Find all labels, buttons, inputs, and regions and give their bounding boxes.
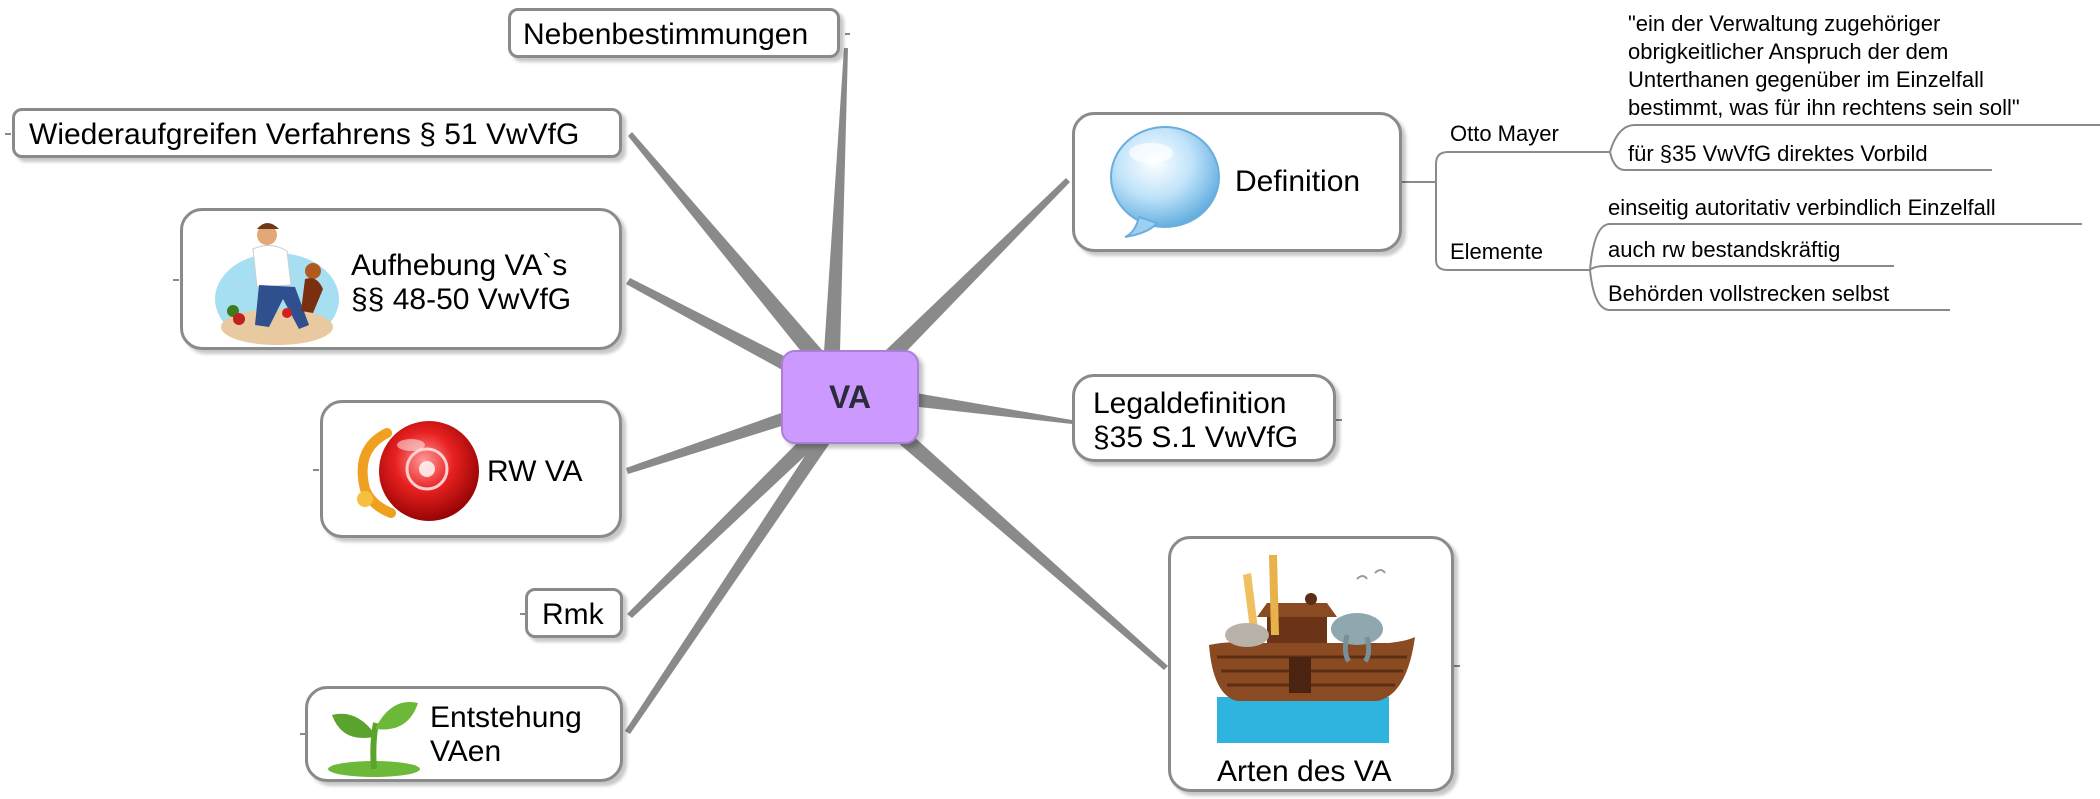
- quote-line-2: obrigkeitlicher Anspruch der dem: [1628, 39, 1949, 64]
- vorbild-label[interactable]: für §35 VwVfG direktes Vorbild: [1628, 141, 1928, 166]
- speech-bubble-icon: [1110, 126, 1220, 238]
- line-elem1-under: [1589, 223, 2082, 271]
- entstehung-label-line2: VAen: [430, 735, 502, 768]
- nebenbestimmungen-label: Nebenbestimmungen: [523, 18, 809, 51]
- node-definition[interactable]: Definition: [1072, 112, 1402, 252]
- branch-entstehung: [625, 436, 832, 734]
- line-vorbild-under: [1609, 151, 1992, 171]
- branch-rw-va: [626, 412, 788, 474]
- root-node-va[interactable]: VA: [781, 350, 919, 444]
- sprout-icon: [328, 702, 420, 777]
- definition-label: Definition: [1235, 165, 1361, 198]
- quote-line-3: Unterthanen gegenüber im Einzelfall: [1628, 67, 1984, 92]
- person-helping-icon: [215, 223, 339, 345]
- root-label: VA: [828, 378, 872, 415]
- node-rw-va[interactable]: RW VA: [320, 400, 622, 538]
- node-arten[interactable]: Arten des VA: [1168, 536, 1454, 792]
- branch-arten: [890, 426, 1168, 670]
- arten-label: Arten des VA: [1217, 755, 1392, 788]
- rmk-label: Rmk: [542, 598, 604, 631]
- wiederaufgreifen-label: Wiederaufgreifen Verfahrens § 51 VwVfG: [29, 118, 580, 151]
- rw-va-label: RW VA: [487, 455, 583, 488]
- node-entstehung[interactable]: Entstehung VAen: [305, 686, 623, 782]
- element-item-3[interactable]: Behörden vollstrecken selbst: [1608, 281, 1890, 306]
- line-elem2-under: [1589, 265, 1894, 271]
- branch-nebenbestimmungen: [824, 48, 848, 352]
- node-rmk[interactable]: Rmk: [525, 588, 623, 638]
- quote-line-1: "ein der Verwaltung zugehöriger: [1628, 11, 1941, 36]
- line-to-elemente: [1435, 182, 1590, 271]
- branch-wiederaufgreifen: [628, 132, 822, 360]
- element-item-2[interactable]: auch rw bestandskräftig: [1608, 237, 1841, 262]
- otto-mayer-label[interactable]: Otto Mayer: [1450, 121, 1559, 146]
- noahs-ark-icon: [1209, 555, 1415, 743]
- legaldefinition-label-line1: Legaldefinition: [1093, 387, 1287, 420]
- node-nebenbestimmungen[interactable]: Nebenbestimmungen: [508, 8, 840, 58]
- node-aufhebung[interactable]: Aufhebung VA`s §§ 48-50 VwVfG: [180, 208, 622, 350]
- element-item-1[interactable]: einseitig autoritativ verbindlich Einzel…: [1608, 195, 1996, 220]
- alarm-bell-icon: [357, 421, 479, 521]
- quote-text[interactable]: "ein der Verwaltung zugehöriger obrigkei…: [1628, 10, 2020, 122]
- branch-legaldefinition: [910, 392, 1072, 424]
- line-quote-under: [1609, 124, 2100, 153]
- node-wiederaufgreifen[interactable]: Wiederaufgreifen Verfahrens § 51 VwVfG: [12, 108, 622, 158]
- line-to-otto-mayer: [1435, 151, 1610, 182]
- elemente-label[interactable]: Elemente: [1450, 239, 1543, 264]
- branch-definition: [886, 178, 1070, 358]
- legaldefinition-label-line2: §35 S.1 VwVfG: [1093, 421, 1299, 454]
- line-elem3-under: [1589, 269, 1950, 311]
- entstehung-label-line1: Entstehung: [430, 701, 582, 734]
- node-legaldefinition[interactable]: Legaldefinition §35 S.1 VwVfG: [1072, 374, 1336, 462]
- aufhebung-label-line2: §§ 48-50 VwVfG: [351, 283, 572, 316]
- aufhebung-label-line1: Aufhebung VA`s: [351, 249, 568, 282]
- branch-rmk: [627, 432, 822, 618]
- quote-line-4: bestimmt, was für ihn rechtens sein soll…: [1628, 95, 2020, 120]
- branch-aufhebung: [626, 278, 792, 372]
